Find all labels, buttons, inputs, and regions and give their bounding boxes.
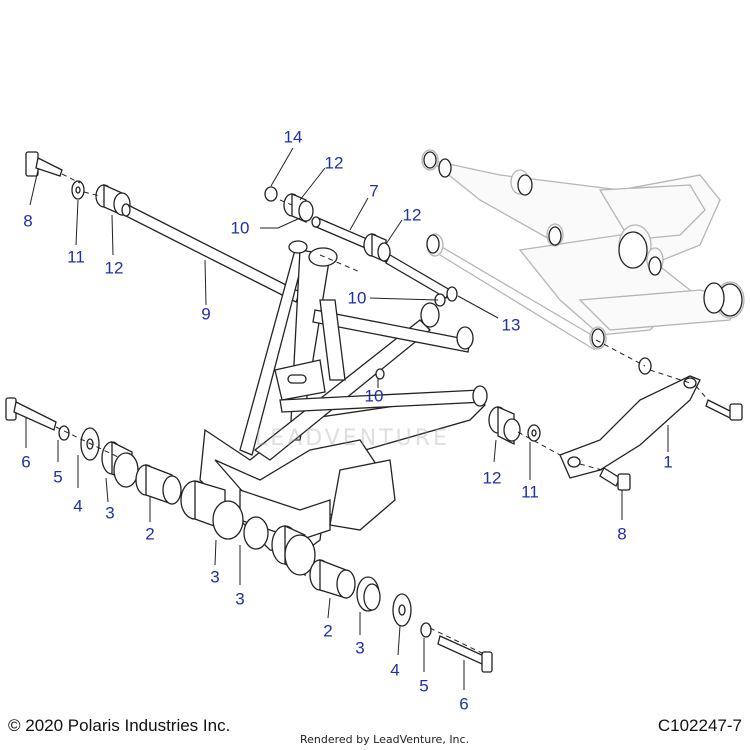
plate-1 [559, 375, 701, 479]
copyright-text: © 2020 Polaris Industries Inc. [8, 716, 231, 735]
dash-lines [55, 173, 709, 655]
callout-11: 11 [521, 482, 539, 502]
bolt-8-top [25, 151, 63, 177]
callout-14: 14 [283, 127, 303, 147]
callout-5: 5 [53, 467, 63, 487]
callout-3: 3 [105, 503, 115, 523]
callout-12: 12 [104, 258, 124, 278]
rendered-by-text: Rendered by LeadVenture, Inc. [300, 733, 470, 746]
bushing-12-right [488, 406, 521, 446]
callout-3: 3 [235, 589, 245, 609]
swing-arm-body [199, 240, 488, 556]
callout-4: 4 [73, 496, 83, 516]
ghost-arm-hardware [423, 151, 743, 348]
callout-6: 6 [459, 694, 469, 714]
shaft-13 [385, 254, 451, 299]
part-code: C102247-7 [657, 716, 742, 735]
shaft-9 [121, 203, 301, 303]
callout-10: 10 [364, 386, 384, 406]
callout-4: 4 [390, 660, 400, 680]
callout-11: 11 [67, 247, 85, 267]
callout-2: 2 [145, 524, 155, 544]
callout-7: 7 [369, 181, 379, 201]
callout-5: 5 [419, 676, 429, 696]
ghost-a-arm-assembly [421, 149, 745, 351]
callout-13: 13 [501, 315, 521, 335]
pivot-tubes [180, 480, 316, 577]
watermark: LEADVENTURE [255, 426, 450, 451]
spacer-2-right [309, 559, 356, 599]
callout-10: 10 [347, 288, 367, 308]
callout-2: 2 [323, 621, 333, 641]
bolt-6-right [437, 635, 493, 673]
callout-1: 1 [663, 452, 673, 472]
bolt-8-right [599, 467, 631, 491]
callout-3: 3 [355, 638, 365, 658]
callout-10: 10 [230, 218, 250, 238]
callout-12: 12 [482, 468, 502, 488]
callout-3: 3 [210, 567, 220, 587]
leader-lines [25, 147, 669, 690]
bolt-ghost-right [705, 399, 743, 421]
callout-12: 12 [402, 205, 422, 225]
callout-8: 8 [617, 524, 627, 544]
washer-5-right [420, 622, 432, 638]
callout-6: 6 [21, 452, 31, 472]
washer-5-left [58, 425, 70, 441]
bearing-3-right [356, 576, 381, 612]
bushing-14 [264, 186, 278, 202]
bushing-12-top [283, 193, 314, 223]
bolt-6-left [5, 397, 57, 431]
bushing-12-right-top [363, 233, 391, 263]
callout-12: 12 [324, 153, 344, 173]
spacer-2-left [135, 464, 182, 505]
callout-8: 8 [23, 211, 33, 231]
fastener-10-low [375, 368, 385, 380]
callout-9: 9 [201, 304, 211, 324]
bearing-3-left [101, 440, 139, 488]
